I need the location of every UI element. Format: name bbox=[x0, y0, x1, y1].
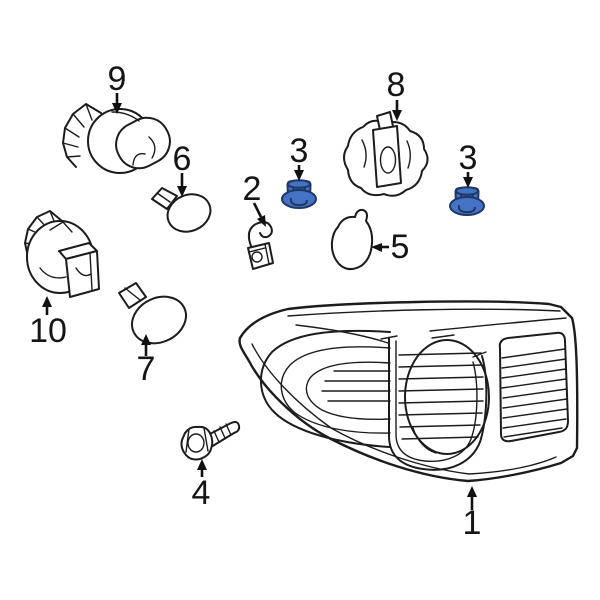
part-10-bulb-socket-drawing bbox=[24, 210, 100, 298]
part-3-nut-left bbox=[281, 179, 317, 209]
part-4-screw-drawing bbox=[180, 421, 241, 461]
part-6-bulb-drawing bbox=[151, 187, 212, 233]
callout-1-label: 1 bbox=[463, 504, 482, 542]
callout-3-left-arrowhead bbox=[294, 170, 304, 181]
callout-8-label: 8 bbox=[387, 66, 406, 104]
callout-8: 8 bbox=[387, 66, 406, 121]
callout-8-arrowhead bbox=[392, 110, 402, 121]
callout-6-label: 6 bbox=[173, 140, 192, 178]
callout-4: 4 bbox=[192, 459, 211, 512]
callout-7: 7 bbox=[137, 334, 156, 388]
part-1-tail-lamp-drawing bbox=[238, 300, 579, 483]
callout-3-right: 3 bbox=[459, 139, 478, 188]
callout-2-arrow bbox=[252, 202, 263, 218]
callout-3-right-arrowhead bbox=[463, 177, 473, 188]
callout-9: 9 bbox=[108, 60, 127, 114]
callout-2: 2 bbox=[243, 170, 266, 227]
callout-1: 1 bbox=[463, 486, 482, 542]
callout-6-arrowhead bbox=[177, 186, 187, 197]
part-5-cover-drawing bbox=[330, 208, 374, 270]
callout-10-label: 10 bbox=[29, 312, 67, 350]
callout-2-arrowhead bbox=[257, 215, 266, 227]
callout-7-label: 7 bbox=[137, 350, 156, 388]
part-3-nut-right bbox=[449, 186, 485, 216]
callout-10: 10 bbox=[29, 296, 67, 350]
callout-10-arrowhead bbox=[42, 296, 52, 307]
part-9-bulb-socket-drawing bbox=[62, 103, 171, 174]
callout-4-label: 4 bbox=[192, 474, 211, 512]
callout-5-label: 5 bbox=[391, 228, 410, 266]
part-8-bulb-socket-drawing bbox=[343, 111, 429, 197]
callout-6: 6 bbox=[173, 140, 192, 197]
callout-5-arrowhead bbox=[371, 243, 382, 252]
callout-7-arrowhead bbox=[141, 334, 151, 345]
callout-9-label: 9 bbox=[108, 60, 127, 98]
callout-2-label: 2 bbox=[243, 170, 262, 208]
part-2-clip-drawing bbox=[247, 221, 274, 270]
callout-3-left: 3 bbox=[290, 132, 309, 181]
callout-3-right-label: 3 bbox=[459, 139, 478, 177]
callout-5: 5 bbox=[371, 228, 409, 266]
callout-4-arrowhead bbox=[197, 459, 207, 470]
callout-3-left-label: 3 bbox=[290, 132, 309, 170]
part-7-bulb-drawing bbox=[118, 282, 187, 345]
callout-9-arrowhead bbox=[112, 103, 122, 114]
callout-1-arrowhead bbox=[467, 486, 477, 497]
